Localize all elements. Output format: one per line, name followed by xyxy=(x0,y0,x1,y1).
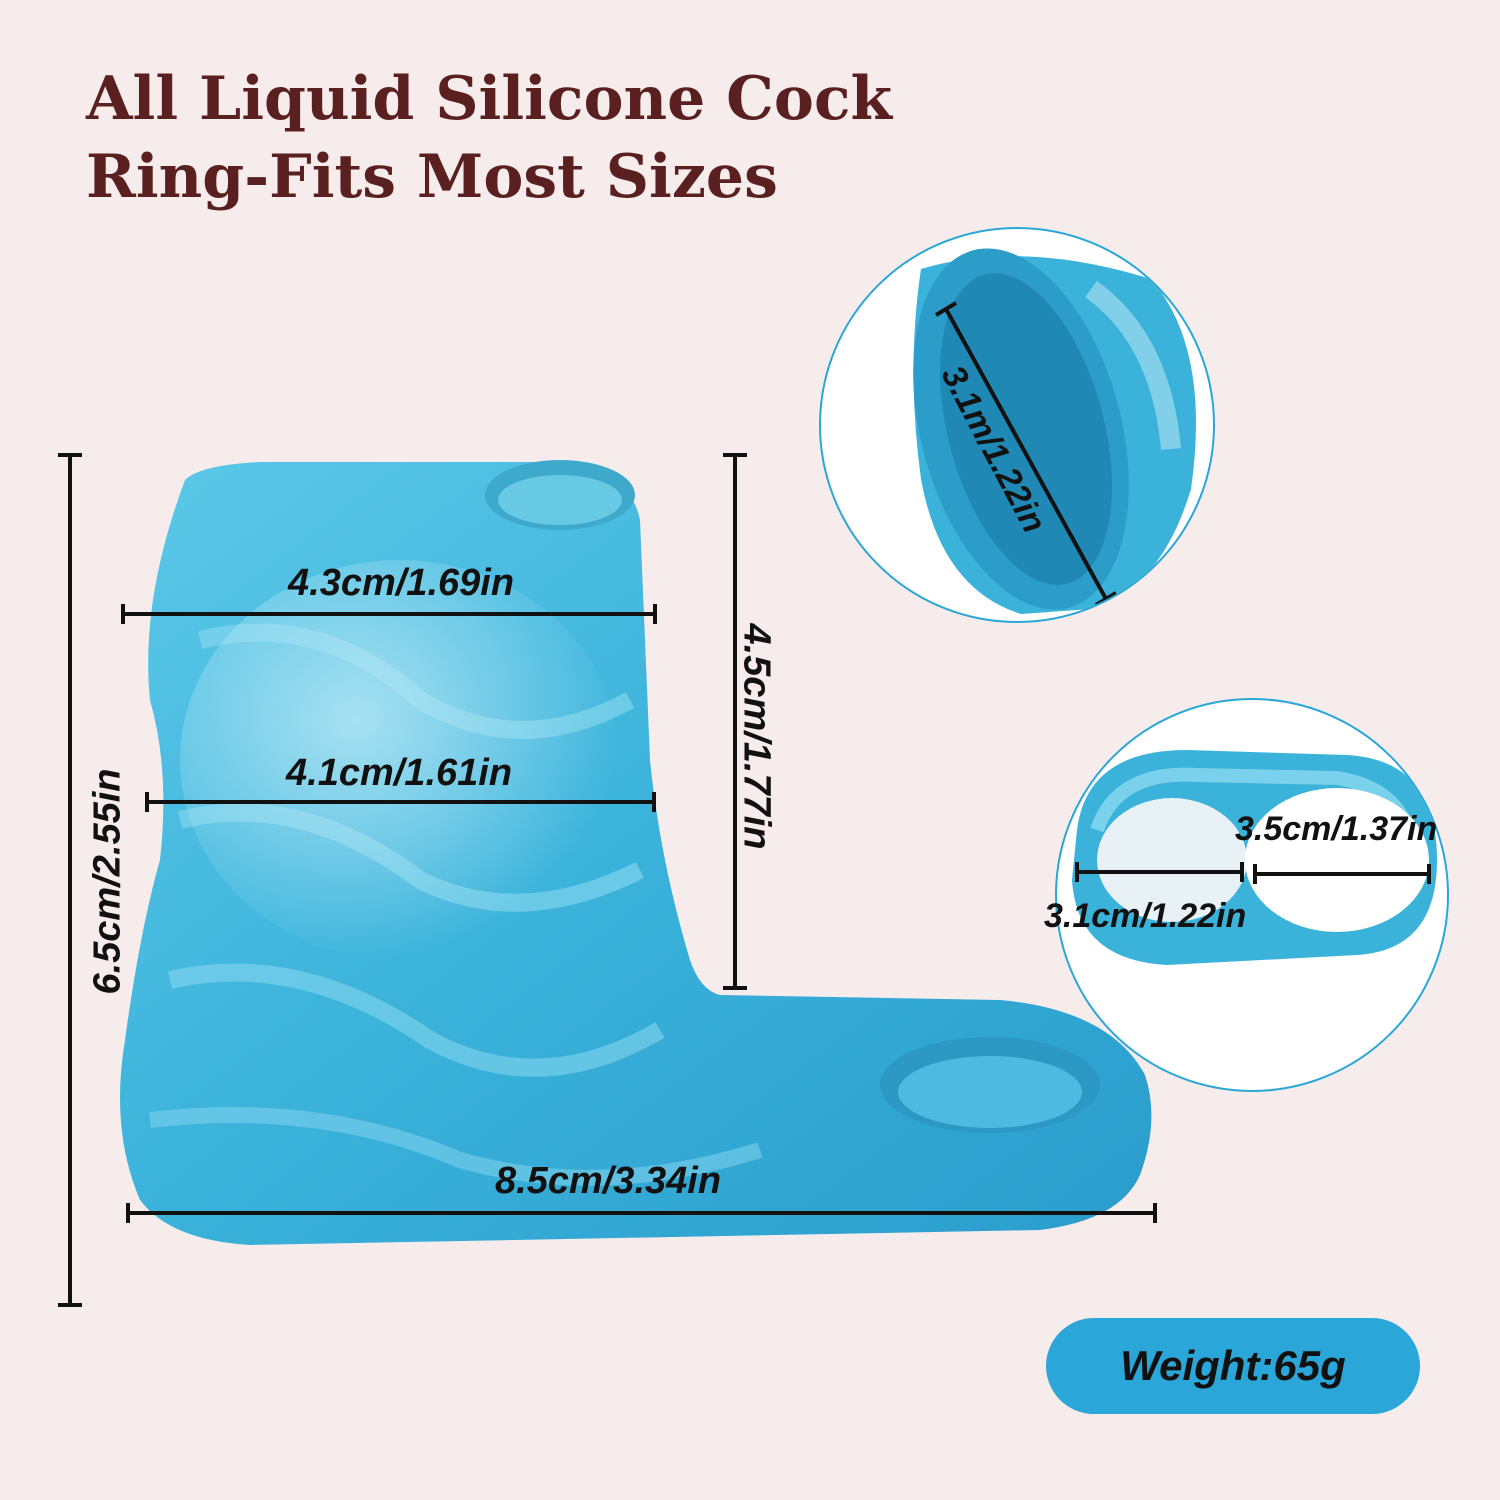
opening-detail-circle xyxy=(819,227,1215,623)
rings-detail-circle xyxy=(1055,698,1449,1092)
total-height-label: 6.5cm/2.55in xyxy=(86,768,129,995)
ring-large-label: 3.5cm/1.37in xyxy=(1235,810,1438,848)
sleeve-height-label: 4.5cm/1.77in xyxy=(735,623,778,850)
page-title: All Liquid Silicone Cock Ring-Fits Most … xyxy=(86,60,986,216)
weight-label: Weight:65g xyxy=(1120,1342,1346,1389)
rings-detail-image xyxy=(1072,750,1437,965)
opening-detail-image xyxy=(913,248,1196,614)
weight-badge: Weight:65g xyxy=(1046,1318,1420,1414)
measure-lines xyxy=(58,453,1157,1307)
ring-body xyxy=(120,460,1152,1245)
mid-width-label: 4.1cm/1.61in xyxy=(286,752,513,794)
title-line-1: All Liquid Silicone Cock xyxy=(86,64,893,134)
base-length-label: 8.5cm/3.34in xyxy=(495,1160,722,1202)
ring-small-label: 3.1cm/1.22in xyxy=(1044,897,1247,935)
top-width-label: 4.3cm/1.69in xyxy=(288,562,515,604)
title-line-2: Ring-Fits Most Sizes xyxy=(86,142,778,212)
